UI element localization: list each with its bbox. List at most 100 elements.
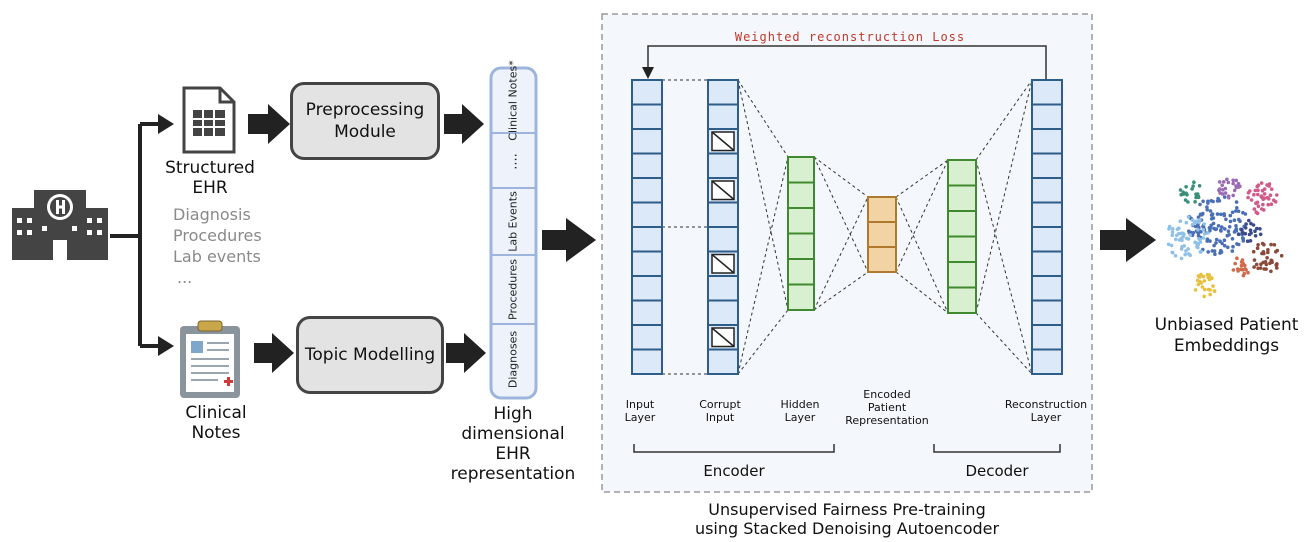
embedding-point [1264,262,1269,267]
embedding-point [1234,227,1239,231]
ehr-segment-label: Diagnoses [506,330,520,389]
layer-cell [1031,128,1063,155]
embedding-point [1208,288,1212,292]
embedding-point [1217,180,1222,184]
embedding-point [1212,243,1216,248]
layer-cell [1031,324,1063,351]
ehr-caption-line: representation [450,464,576,484]
embedding-point [1169,243,1174,248]
layer-connection [895,271,949,314]
layer-cell [1031,250,1063,277]
embedding-point [1246,191,1251,195]
embedding-point [1241,267,1245,272]
layer-cell [707,152,739,179]
embedding-point [1218,239,1222,243]
layer-cell [631,275,663,302]
embedding-point [1187,229,1191,233]
layer-connection [975,79,1033,314]
embedding-point [1226,245,1230,250]
embedding-point [1263,260,1268,264]
embedding-point [1275,193,1279,197]
embedding-point [1238,184,1242,189]
embedding-point [1252,258,1257,262]
layer-cell [787,283,815,311]
embedding-point [1275,248,1280,253]
embedding-point [1252,265,1256,269]
embedding-point [1269,202,1274,206]
embedding-point [1241,236,1245,240]
embedding-point [1201,199,1205,204]
layer-connection [895,159,949,273]
embedding-point [1245,239,1250,243]
embedding-point [1260,188,1265,193]
clinical-notes-title-line1: Clinical [185,403,247,423]
embedding-point [1195,244,1199,249]
embedding-point [1236,232,1241,236]
layer-cell [947,286,977,314]
embedding-point [1201,274,1206,279]
encoded-label-line: Representation [845,414,929,427]
hidden-layer-label: Hidden Layer [770,398,830,424]
embedding-point [1256,243,1260,247]
embedding-point [1234,200,1239,204]
embedding-point [1212,226,1216,231]
encoded-label-line: Patient [867,401,907,414]
structured-ehr-item: ... [177,268,193,287]
embedding-point [1198,217,1202,222]
embedding-point [1241,239,1246,243]
embedding-cluster-icon [1166,177,1284,299]
layer-cell [631,201,663,228]
layer-cell [787,207,815,235]
embedding-point [1205,205,1209,209]
layer-cell [947,261,977,289]
embedding-point [1191,184,1195,188]
encoded-layer [867,196,897,273]
spreadsheet-document-icon [182,86,236,154]
embedding-point [1171,250,1175,255]
embedding-point [1234,224,1238,228]
embedding-point [1178,188,1183,192]
embedding-point [1262,242,1266,247]
embedding-point [1241,273,1246,278]
layer-cell [707,348,739,375]
embedding-point [1279,253,1284,258]
preprocessing-module-label-line2: Module [334,122,396,142]
layer-cell [1031,299,1063,326]
embedding-point [1262,251,1266,256]
embedding-point [1235,206,1239,210]
hidden-layer-label-line: Hidden [780,398,820,411]
layer-cell [787,181,815,209]
layer-cell [707,275,739,302]
layer-cell [1031,177,1063,204]
layer-cell [1031,103,1063,130]
embedding-point [1220,225,1224,229]
embedding-point [1179,236,1184,241]
embedding-point [1225,233,1230,238]
embedding-point [1270,260,1274,265]
layer-connection [813,156,869,198]
layer-cell [867,221,897,248]
decoder-hidden-layer [947,159,977,314]
embedding-point [1214,237,1219,242]
encoded-representation-label: Encoded Patient Representation [832,388,942,427]
embedding-point [1208,292,1212,297]
embedding-point [1220,192,1225,196]
embedding-point [1256,204,1261,208]
ehr-representation-caption: High dimensional EHR representation [438,404,588,484]
clinical-notes-title: Clinical Notes [166,403,266,443]
embedding-point [1231,178,1235,183]
embedding-point [1196,227,1200,232]
encoder-label: Encoder [703,462,765,480]
embedding-point [1167,227,1171,231]
embedding-point [1179,247,1184,251]
layer-cell [787,232,815,260]
layer-connection [975,159,1033,375]
embedding-point [1255,226,1259,231]
layer-cell [787,258,815,286]
input-layer-label-line: Layer [624,411,656,424]
embedding-point [1235,256,1239,261]
embedding-point [1200,212,1205,216]
embedding-point [1231,268,1236,272]
embedding-point [1266,250,1270,255]
clipboard-document-icon [180,320,240,398]
